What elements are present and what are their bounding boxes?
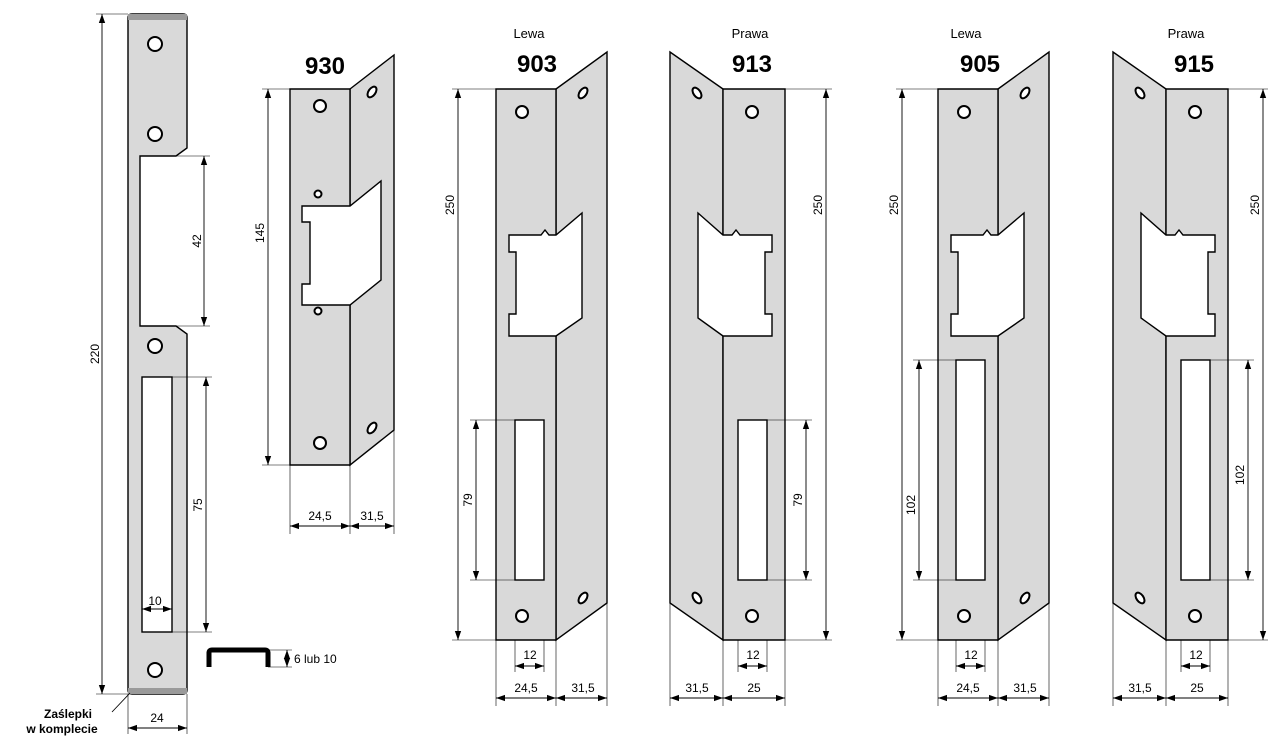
dim-slot-length-label: 102: [904, 495, 918, 515]
dim-height-label: 250: [811, 195, 825, 215]
side-label: Prawa: [732, 26, 770, 41]
lip-hole: [1019, 86, 1031, 100]
dim-lip-label: 31,5: [1013, 681, 1037, 695]
plate-915-window: [1140, 211, 1216, 337]
lip-hole: [1019, 591, 1031, 605]
screw-hole: [957, 609, 971, 623]
bolt-slot: [955, 359, 986, 581]
dim-length-label: 220: [88, 344, 102, 364]
screw-hole: [147, 36, 163, 52]
plate-930-window: [301, 179, 382, 306]
end-cap-profile: [206, 647, 271, 667]
plate-913-window: [697, 211, 773, 337]
plate-913: Prawa 913 250 79 12 31,5 25: [669, 26, 832, 706]
dim-width-label: 24: [150, 711, 164, 725]
dim-lip-label: 31,5: [571, 681, 595, 695]
lip-hole: [691, 86, 703, 100]
lip-hole: [691, 591, 703, 605]
plate-913-lip: [669, 50, 724, 642]
screw-hole: [313, 99, 327, 113]
lip-hole: [577, 591, 589, 605]
lip-hole: [366, 85, 378, 99]
side-label: Lewa: [513, 26, 545, 41]
screw-hole: [313, 436, 327, 450]
plate-905: Lewa 905 250 102 12 24,5 31,5: [887, 26, 1050, 706]
dim-height-label: 250: [1248, 195, 1262, 215]
dim-slot-length-label: 75: [191, 498, 205, 512]
model-number: 930: [305, 53, 345, 80]
dim-slot-width-label: 12: [523, 648, 537, 662]
plate-903: Lewa 903 250 79 12 24,5 31,5: [443, 26, 608, 706]
cap-note-line1: Zaślepki: [44, 707, 92, 721]
dim-width-label: 24,5: [308, 509, 332, 523]
dim-lip-label: 31,5: [685, 681, 709, 695]
plate-930: 930 145 24,5 31,5: [253, 53, 395, 534]
dim-slot-width-label: 12: [1189, 648, 1203, 662]
plate-903-lip: [555, 50, 608, 642]
dim-cap-depth-label: 6 lub 10: [294, 652, 337, 666]
dim-slot-width-label: 10: [148, 594, 162, 608]
dim-slot-width-label: 12: [964, 648, 978, 662]
screw-hole: [957, 105, 971, 119]
screw-hole: [1188, 105, 1202, 119]
side-label: Prawa: [1168, 26, 1206, 41]
end-cap-bottom: [128, 688, 187, 694]
dim-width-label: 24,5: [514, 681, 538, 695]
screw-hole: [515, 105, 529, 119]
screw-hole: [147, 338, 163, 354]
bolt-slot: [737, 419, 768, 581]
plate-905-lip: [997, 50, 1050, 642]
plate-905-window: [950, 211, 1025, 337]
model-number: 905: [960, 51, 1000, 78]
lip-hole: [366, 421, 378, 435]
screw-hole: [745, 105, 759, 119]
screw-hole: [515, 609, 529, 623]
dim-width-label: 24,5: [956, 681, 980, 695]
pin-hole: [313, 306, 323, 316]
plate-915: Prawa 915 250 102 12 31,5 25: [1112, 26, 1268, 706]
bolt-slot: [514, 419, 545, 581]
dim-lip-label: 31,5: [1128, 681, 1152, 695]
model-number: 913: [732, 51, 772, 78]
model-number: 903: [517, 51, 557, 78]
screw-hole: [745, 609, 759, 623]
lip-hole: [1134, 591, 1146, 605]
bolt-slot: [141, 376, 173, 633]
model-number: 915: [1174, 51, 1214, 78]
screw-hole: [1188, 609, 1202, 623]
end-cap-top: [128, 14, 187, 20]
dim-width-label: 25: [1190, 681, 1204, 695]
dim-height-label: 250: [887, 195, 901, 215]
dim-window-height-label: 42: [190, 234, 204, 248]
lip-hole: [1134, 86, 1146, 100]
pin-hole: [313, 189, 323, 199]
plate-903-window: [508, 211, 583, 337]
side-label: Lewa: [950, 26, 982, 41]
dim-height-label: 145: [253, 223, 267, 243]
plate-915-lip: [1112, 50, 1167, 642]
dim-slot-length-label: 102: [1233, 465, 1247, 485]
lip-hole: [577, 86, 589, 100]
dim-lip-label: 31,5: [360, 509, 384, 523]
dim-slot-length-label: 79: [791, 493, 805, 507]
dim-width-label: 25: [747, 681, 761, 695]
plate-220: 220 42 75 10 24 Zaślepki w komplecie 6 l…: [25, 13, 337, 736]
screw-hole: [147, 662, 163, 678]
screw-hole: [147, 126, 163, 142]
cap-leader: [111, 692, 131, 713]
cap-note-line2: w komplecie: [25, 722, 98, 736]
dim-slot-width-label: 12: [746, 648, 760, 662]
dim-height-label: 250: [443, 195, 457, 215]
dim-slot-length-label: 79: [461, 493, 475, 507]
bolt-slot: [1180, 359, 1211, 581]
